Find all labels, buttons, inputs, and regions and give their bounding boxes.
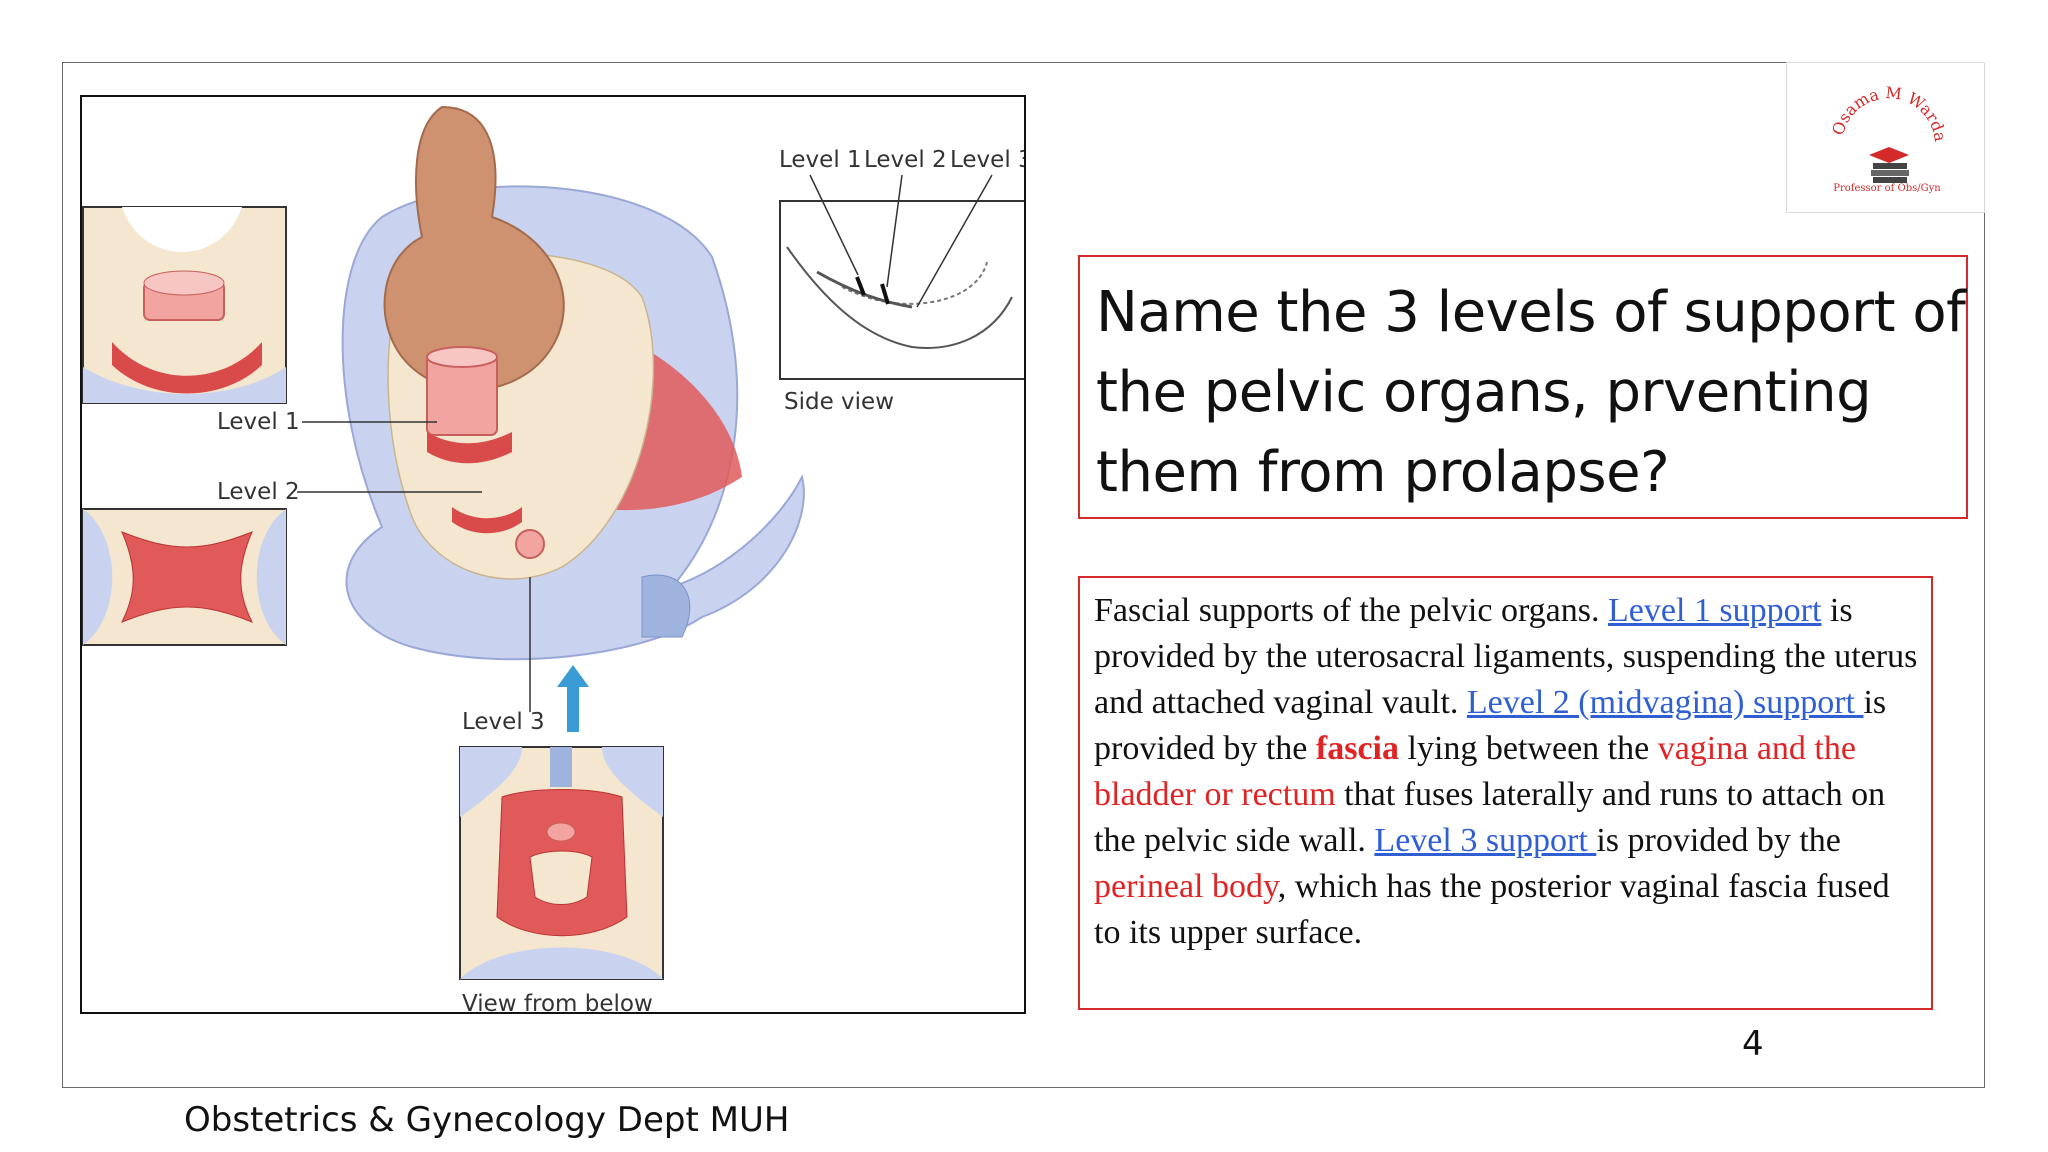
perineal-body-highlight: perineal body [1094,868,1278,905]
answer-segment: lying between the [1399,730,1658,767]
answer-segment: is provided by the uterosacral ligaments… [1094,592,1918,721]
label-side-level-2: Level 2 [864,147,947,173]
answer-segment: , which has the posterior vaginal fascia… [1094,868,1890,951]
label-side-level-3: Level 3 [950,147,1026,173]
answer-box: Fascial supports of the pelvic organs. L… [1078,576,1933,1010]
logo-name: Osama M Warda [1828,83,1950,143]
level-1-support-link[interactable]: Level 1 support [1608,592,1822,629]
author-logo: Osama M Warda Professor of Obs/Gyn [1786,62,1985,213]
vagina-bladder-highlight: vagina and the bladder or rectum [1094,730,1856,813]
label-side-level-1: Level 1 [779,147,862,173]
answer-segment: Fascial supports of the pelvic organs. [1094,592,1609,629]
label-view-from-below: View from below [462,991,653,1014]
level-3-support-link[interactable]: Level 3 support [1374,822,1597,859]
level-2-support-link[interactable]: Level 2 (midvagina) support [1466,684,1864,721]
answer-segment: is provided by the [1094,684,1887,767]
label-level-3: Level 3 [462,709,545,735]
svg-text:Osama M Warda: Osama M Warda [1828,83,1950,143]
label-side-view: Side view [784,389,894,415]
pelvic-support-figure: Level 1 Level 2 Level 3 Side view View f… [80,95,1026,1014]
label-level-2: Level 2 [217,479,300,505]
pelvic-illustration: Level 1 Level 2 Level 3 Side view View f… [82,105,1026,1014]
footer-text: Obstetrics & Gynecology Dept MUH [184,1100,790,1140]
question-text: Name the 3 levels of support of the pelv… [1096,280,1966,505]
question-box: Name the 3 levels of support of the pelv… [1078,255,1968,519]
answer-text: Fascial supports of the pelvic organs. L… [1094,588,1923,956]
page-number: 4 [1742,1024,1764,1064]
logo-subtitle: Professor of Obs/Gyn [1833,183,1941,194]
fascia-highlight: fascia [1315,730,1399,767]
label-level-1: Level 1 [217,409,300,435]
answer-segment: that fuses laterally and runs to attach … [1094,776,1886,859]
graduation-cap-icon: Osama M Warda Professor of Obs/Gyn [1828,83,1950,194]
slide-frame [62,62,1985,1088]
answer-segment: is provided by the [1596,822,1841,859]
